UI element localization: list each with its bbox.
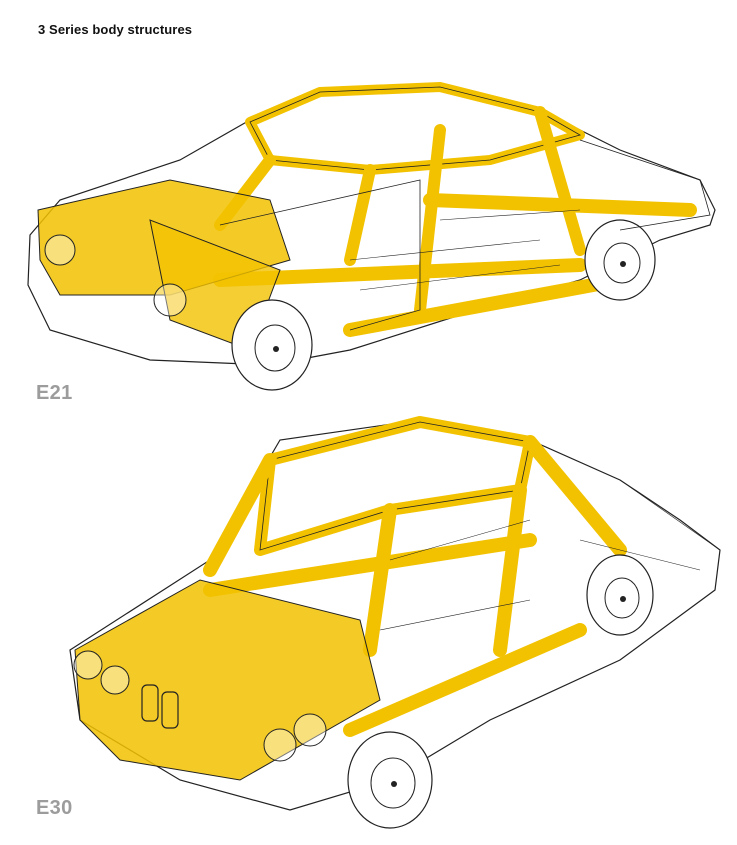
- e30-floor-members: [203, 533, 587, 737]
- model-label-e21: E21: [36, 382, 73, 404]
- e30-front-wheel: [347, 731, 433, 829]
- e21-front-wheel: [231, 299, 313, 391]
- e30-headlights: [73, 650, 327, 762]
- e21-sills: [213, 193, 697, 337]
- e21-body-illustration: [20, 50, 720, 400]
- e30-front-structure: [74, 579, 381, 781]
- e21-headlight: [44, 234, 76, 266]
- e30-kidney-grille: [141, 684, 179, 729]
- model-label-e30: E30: [36, 797, 73, 819]
- e30-body-illustration: [60, 400, 737, 845]
- e30-pillars: [203, 435, 627, 657]
- e21-rear-wheel: [584, 219, 656, 301]
- e30-rear-wheel: [586, 554, 654, 636]
- page-title: 3 Series body structures: [38, 22, 193, 37]
